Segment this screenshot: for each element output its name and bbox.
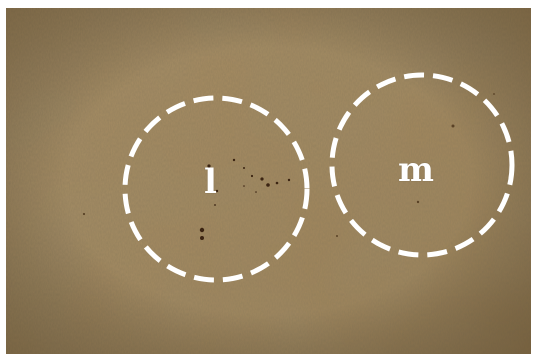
region-label-m: m [398,153,434,187]
region-label-l: l [204,165,217,199]
fabric-photo [6,8,531,354]
annotation-overlay [6,8,531,354]
